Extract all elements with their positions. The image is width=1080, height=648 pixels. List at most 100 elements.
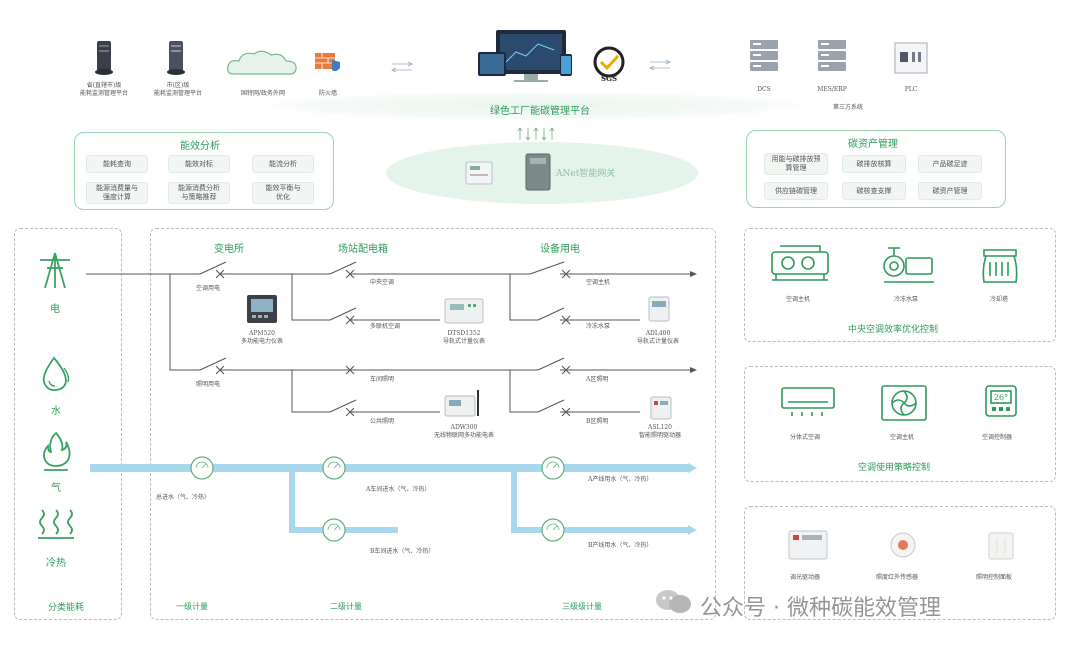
city-platform-label: 市(区)级能耗监测管理平台	[153, 82, 202, 97]
ac-controller-icon: 26°	[984, 384, 1018, 418]
firewall-label: 防火墙	[318, 90, 337, 97]
cooling-tower-icon	[978, 244, 1022, 286]
energy-analysis-item[interactable]: 能源消费量与强度计算	[86, 182, 148, 204]
energy-analysis-item[interactable]: 能效对标	[168, 155, 230, 173]
lighting-control-panel-icon	[988, 532, 1014, 560]
watermark-text: 公众号 · 微种碳能效管理	[700, 596, 941, 621]
ac-strategy-item: 分体式空调	[790, 434, 821, 441]
multi-ac-label: 多联机空调	[370, 323, 401, 330]
gateway-device-large-icon	[524, 152, 552, 192]
chill-pump-icon	[880, 246, 936, 286]
platform-title: 绿色工厂能碳管理平台	[490, 106, 590, 117]
lighting-item: 调光驱动器	[790, 574, 821, 581]
illuminance-sensor-icon	[888, 530, 918, 560]
lighting-item: 照度红外传感器	[876, 574, 919, 581]
energy-analysis-item[interactable]: 能源消费分析与策略推荐	[168, 182, 230, 204]
platform-band	[270, 92, 800, 120]
apm520-meter-icon	[246, 294, 278, 324]
ac-strategy-item: 空调控制器	[982, 434, 1013, 441]
mes-erp-icon	[816, 38, 848, 74]
energy-analysis-item[interactable]: 能流分析	[252, 155, 314, 173]
central-ac-panel-title: 中央空调效率优化控制	[848, 325, 939, 335]
split-ac-icon	[780, 384, 836, 418]
central-ac-panel	[744, 228, 1056, 342]
gas-icon	[38, 430, 74, 472]
svg-text:SGS: SGS	[601, 74, 617, 82]
a-workshop-water-label: A车间进水（气、冷热）	[366, 486, 431, 493]
cloud-icon	[226, 48, 298, 78]
carbon-assets-item[interactable]: 供应链碳管理	[764, 182, 828, 200]
sgs-badge-icon: SGS	[592, 46, 626, 83]
watermark-logo-icon	[654, 586, 694, 616]
central-ac-label: 中央空调	[370, 279, 395, 286]
electricity-icon	[38, 250, 72, 292]
adl400-meter-icon	[648, 296, 670, 322]
plc-label: PLC	[904, 86, 918, 93]
equipment-title: 设备用电	[540, 244, 580, 255]
lighting-panel	[744, 506, 1056, 620]
lighting-item: 照明控制面板	[976, 574, 1013, 581]
a-line-water-label: A产线用水（气、冷热）	[588, 476, 653, 483]
platform-screens-icon	[476, 28, 586, 90]
chill-pump-line-label: 冷冻水泵	[586, 323, 611, 330]
third-party-label: 第三方系统	[832, 104, 863, 111]
zone-b-light-label: B区照明	[586, 418, 609, 425]
energy-analysis-item[interactable]: 能效平衡与优化	[252, 182, 314, 204]
workshop-light-label: 车间照明	[370, 376, 395, 383]
category-footer: 分类能耗	[48, 603, 85, 613]
ac-outdoor-unit-icon	[880, 384, 928, 422]
carbon-assets-item[interactable]: 碳资产管理	[918, 182, 982, 200]
firewall-icon	[314, 50, 342, 74]
carbon-assets-item[interactable]: 用能与碳排放预算管理	[764, 153, 828, 175]
level1-label: 一级计量	[176, 602, 208, 611]
carbon-assets-item[interactable]: 碳核查支撑	[842, 182, 906, 200]
svg-text:26°: 26°	[994, 393, 1008, 402]
energy-analysis-title: 能效分析	[180, 141, 220, 152]
dcs-label: DCS	[757, 86, 771, 93]
ac-strategy-item: 空调主机	[890, 434, 915, 441]
public-light-label: 公共照明	[370, 418, 395, 425]
cold-heat-label: 冷热	[46, 558, 66, 569]
carbon-assets-item[interactable]: 碳排放核算	[842, 155, 906, 173]
field-box-title: 场站配电箱	[338, 244, 388, 255]
arrows-right-icon	[648, 56, 672, 71]
central-ac-item: 冷冻水泵	[894, 296, 919, 303]
main-water-label: 总进水（气、冷热）	[156, 494, 211, 501]
dcs-icon	[748, 38, 780, 74]
level3-label: 三级级计量	[562, 602, 602, 611]
water-label: 水	[51, 406, 61, 417]
b-workshop-water-label: B车间进水（气、冷热）	[370, 548, 435, 555]
lighting-power-label: 照明用电	[196, 381, 221, 388]
central-ac-item: 冷却塔	[990, 296, 1009, 303]
mes-erp-label: MES/ERP	[817, 86, 847, 93]
metering-diagram-panel	[150, 228, 716, 620]
gas-label: 气	[51, 483, 61, 494]
gateway-label: ANet智能网关	[556, 169, 616, 179]
central-ac-item: 空调主机	[786, 296, 811, 303]
arrows-left-icon	[390, 58, 414, 73]
ac-host-line-label: 空调主机	[586, 279, 611, 286]
ac-strategy-panel	[744, 366, 1056, 482]
category-panel	[14, 228, 122, 620]
substation-title: 变电所	[214, 244, 244, 255]
cold-heat-icon	[36, 504, 76, 544]
zone-a-light-label: A区照明	[586, 376, 609, 383]
level2-label: 二级计量	[330, 602, 362, 611]
dtsd1352-meter-icon	[444, 298, 484, 324]
b-line-water-label: B产线用水（气、冷热）	[588, 542, 653, 549]
energy-analysis-item[interactable]: 能耗查询	[86, 155, 148, 173]
ac-host-machine-icon	[770, 244, 830, 284]
carbon-assets-title: 碳资产管理	[848, 139, 898, 150]
updown-arrows-icon	[514, 126, 560, 142]
city-server-icon	[166, 40, 186, 75]
carbon-assets-item[interactable]: 产品碳足迹	[918, 155, 982, 173]
province-server-icon	[94, 40, 114, 75]
gateway-device-small-icon	[464, 160, 494, 186]
asl120-driver-icon	[650, 396, 672, 420]
